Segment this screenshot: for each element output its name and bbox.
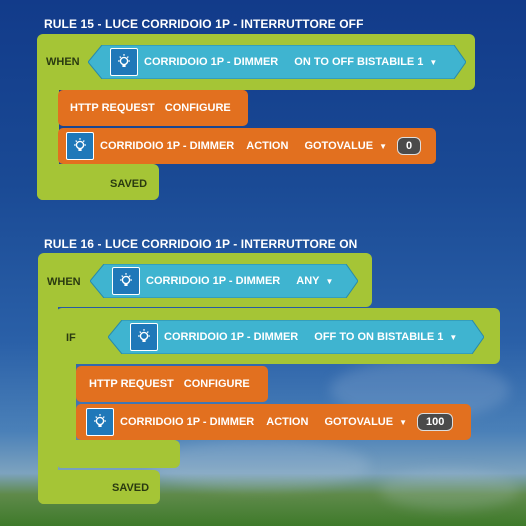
action-dropdown[interactable]: GOTOVALUE▼ <box>324 416 408 428</box>
dropdown-arrow-icon: ▼ <box>379 142 388 151</box>
cloud <box>150 440 370 490</box>
rule-15-http-request-block[interactable]: HTTP REQUEST CONFIGURE <box>58 90 248 126</box>
value-input[interactable]: 100 <box>417 413 454 431</box>
rule-15-saved-label: SAVED <box>110 178 148 190</box>
cloud <box>380 470 520 510</box>
http-request-label: HTTP REQUEST <box>89 378 174 390</box>
http-request-label: HTTP REQUEST <box>70 102 155 114</box>
rule-15-title: RULE 15 - LUCE CORRIDOIO 1P - INTERRUTTO… <box>44 17 364 31</box>
rule-15-trigger-block[interactable]: CORRIDOIO 1P - DIMMER ON TO OFF BISTABIL… <box>88 45 466 79</box>
lightbulb-icon <box>86 408 114 436</box>
rule-16-title: RULE 16 - LUCE CORRIDOIO 1P - INTERRUTTO… <box>44 237 358 251</box>
dropdown-arrow-icon: ▼ <box>325 277 334 286</box>
action-dropdown[interactable]: GOTOVALUE▼ <box>304 140 388 152</box>
rule-15-action-block[interactable]: CORRIDOIO 1P - DIMMER ACTION GOTOVALUE▼ … <box>58 128 436 164</box>
action-device-label: CORRIDOIO 1P - DIMMER <box>120 416 255 428</box>
rule-16-condition-block[interactable]: CORRIDOIO 1P - DIMMER OFF TO ON BISTABIL… <box>108 320 484 354</box>
rule-16-if-label: IF <box>66 332 76 344</box>
trigger-event-dropdown[interactable]: ON TO OFF BISTABILE 1▼ <box>294 56 438 68</box>
rule-16-action-block[interactable]: CORRIDOIO 1P - DIMMER ACTION GOTOVALUE▼ … <box>76 404 471 440</box>
trigger-event-dropdown[interactable]: ANY▼ <box>296 275 334 287</box>
trigger-device-label: CORRIDOIO 1P - DIMMER <box>144 56 279 68</box>
rule-16-trigger-block[interactable]: CORRIDOIO 1P - DIMMER ANY▼ <box>90 264 358 298</box>
dropdown-arrow-icon: ▼ <box>449 333 458 342</box>
lightbulb-icon <box>110 48 138 76</box>
action-label: ACTION <box>246 140 289 152</box>
rule-15-when-label: WHEN <box>46 56 80 68</box>
dropdown-arrow-icon: ▼ <box>429 58 438 67</box>
trigger-device-label: CORRIDOIO 1P - DIMMER <box>146 275 281 287</box>
configure-button[interactable]: CONFIGURE <box>164 102 231 114</box>
lightbulb-icon <box>112 267 140 295</box>
value-input[interactable]: 0 <box>397 137 422 155</box>
action-device-label: CORRIDOIO 1P - DIMMER <box>100 140 235 152</box>
configure-button[interactable]: CONFIGURE <box>183 378 250 390</box>
trigger-shape <box>88 45 466 79</box>
rule-16-when-label: WHEN <box>47 276 81 288</box>
dropdown-arrow-icon: ▼ <box>399 418 408 427</box>
rule-16-saved-label: SAVED <box>112 482 150 494</box>
lightbulb-icon <box>66 132 94 160</box>
rule-16-http-request-block[interactable]: HTTP REQUEST CONFIGURE <box>76 366 268 402</box>
trigger-shape <box>90 264 358 298</box>
condition-event-dropdown[interactable]: OFF TO ON BISTABILE 1▼ <box>314 331 458 343</box>
lightbulb-icon <box>130 323 158 351</box>
condition-device-label: CORRIDOIO 1P - DIMMER <box>164 331 299 343</box>
condition-shape <box>108 320 484 354</box>
action-label: ACTION <box>266 416 309 428</box>
